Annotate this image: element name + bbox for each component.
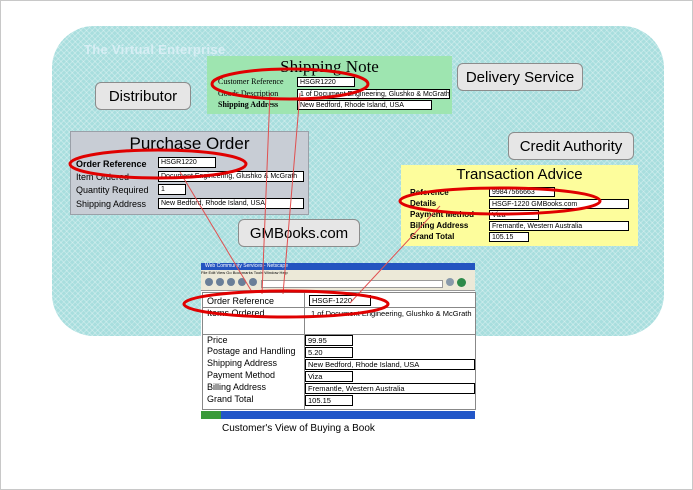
- purchase-order-value: HSGR1220: [158, 157, 216, 168]
- customer-reference-highlight: [210, 67, 370, 101]
- browser-window-title: Web Community Services - Netscape: [205, 263, 288, 269]
- purchase-order-label: Order Reference: [76, 159, 147, 169]
- virtual-enterprise-title: The Virtual Enterprise: [84, 42, 226, 57]
- reload-icon[interactable]: [227, 278, 235, 286]
- connector-line: [261, 92, 271, 295]
- connector-lines: [179, 92, 441, 304]
- order-form-value: 5.20: [305, 347, 353, 358]
- connector-line: [282, 92, 301, 295]
- transaction-advice-label: Billing Address: [410, 221, 469, 230]
- customer-view-window: Web Community Services - Netscape File E…: [201, 263, 476, 420]
- shipping-note-value: 1 of Document Engineering, Glushko & McG…: [297, 89, 450, 99]
- go-icon[interactable]: [457, 278, 466, 287]
- order-form-label: Items Ordered: [207, 308, 265, 318]
- purchase-order-value: 1: [158, 184, 186, 195]
- order-form-label: Grand Total: [207, 394, 254, 404]
- connector-line: [179, 171, 253, 293]
- customer-order-reference-highlight: [182, 289, 390, 319]
- forward-icon[interactable]: [216, 278, 224, 286]
- shipping-note-value: New Bedford, Rhode Island, USA: [297, 100, 432, 110]
- order-form-label: Postage and Handling: [207, 346, 296, 356]
- gmbooks-label: GMBooks.com: [249, 224, 349, 242]
- transaction-advice-label: Details: [410, 199, 437, 208]
- form-row-divider: [203, 334, 475, 335]
- order-reference-highlight: [68, 148, 248, 180]
- stop-icon[interactable]: [238, 278, 246, 286]
- form-column-divider: [304, 293, 305, 409]
- distributor-label: Distributor: [108, 87, 178, 105]
- taskbar: [201, 411, 475, 419]
- order-form-value: Viza: [305, 371, 353, 382]
- shipping-note-label: Shipping Address: [218, 100, 279, 109]
- order-form-value: HSGF-1220: [309, 295, 371, 306]
- transaction-advice-label: Grand Total: [410, 232, 455, 241]
- order-form-label: Shipping Address: [207, 358, 278, 368]
- gmbooks-box: GMBooks.com: [238, 219, 360, 247]
- shipping-note-title: Shipping Note: [280, 57, 379, 76]
- purchase-order-title: Purchase Order: [129, 134, 250, 153]
- transaction-advice-value: Fremantle, Western Australia: [489, 221, 629, 231]
- shipping-note-value: HSGR1220: [297, 77, 355, 87]
- credit-authority-label: Credit Authority: [519, 137, 623, 155]
- order-form-value: 1 of Document Engineering, Glushko & McG…: [311, 309, 472, 318]
- connector-line: [349, 205, 441, 304]
- transaction-advice-label: Payment Method: [410, 210, 475, 219]
- address-bar[interactable]: [261, 280, 443, 288]
- transaction-advice-value: HSGF-1220 GMBooks.com: [489, 199, 629, 209]
- order-form-value: New Bedford, Rhode Island, USA: [305, 359, 475, 370]
- purchase-order: Purchase Order Order Reference HSGR1220 …: [70, 131, 309, 215]
- transaction-details-highlight: [398, 186, 602, 216]
- start-button[interactable]: [201, 411, 221, 419]
- delivery-service-box: Delivery Service: [457, 63, 583, 91]
- shipping-note-label: Goods Description: [218, 89, 279, 98]
- purchase-order-label: Shipping Address: [76, 199, 147, 209]
- transaction-advice-value: 105.15: [489, 232, 529, 242]
- shipping-note: Shipping Note Customer Reference HSGR122…: [207, 56, 452, 114]
- shipping-note-label: Customer Reference: [218, 77, 284, 86]
- order-form-value: Fremantle, Western Australia: [305, 383, 475, 394]
- order-form-label: Payment Method: [207, 370, 276, 380]
- delivery-service-label: Delivery Service: [465, 68, 575, 86]
- order-form-label: Order Reference: [207, 296, 275, 306]
- transaction-advice-title: Transaction Advice: [456, 166, 583, 183]
- browser-title-bar: Web Community Services - Netscape: [201, 263, 475, 270]
- purchase-order-label: Quantity Required: [76, 185, 149, 195]
- distributor-box: Distributor: [95, 82, 191, 110]
- browser-menu-bar[interactable]: File Edit View Go Bookmarks Tools Window…: [201, 270, 475, 275]
- order-form-value: 99.95: [305, 335, 353, 346]
- home-icon[interactable]: [249, 278, 257, 286]
- browser-toolbar: [201, 275, 475, 291]
- purchase-order-value: New Bedford, Rhode Island, USA: [158, 198, 304, 209]
- order-form-value: 105.15: [305, 395, 353, 406]
- figure-caption: Customer's View of Buying a Book: [222, 423, 375, 434]
- search-icon[interactable]: [446, 278, 454, 286]
- order-form: Order Reference HSGF-1220 Items Ordered …: [202, 292, 476, 410]
- order-form-label: Price: [207, 335, 228, 345]
- back-icon[interactable]: [205, 278, 213, 286]
- order-form-label: Billing Address: [207, 382, 267, 392]
- form-row-divider: [203, 307, 475, 308]
- credit-authority-box: Credit Authority: [508, 132, 634, 160]
- purchase-order-label: Item Ordered: [76, 172, 130, 182]
